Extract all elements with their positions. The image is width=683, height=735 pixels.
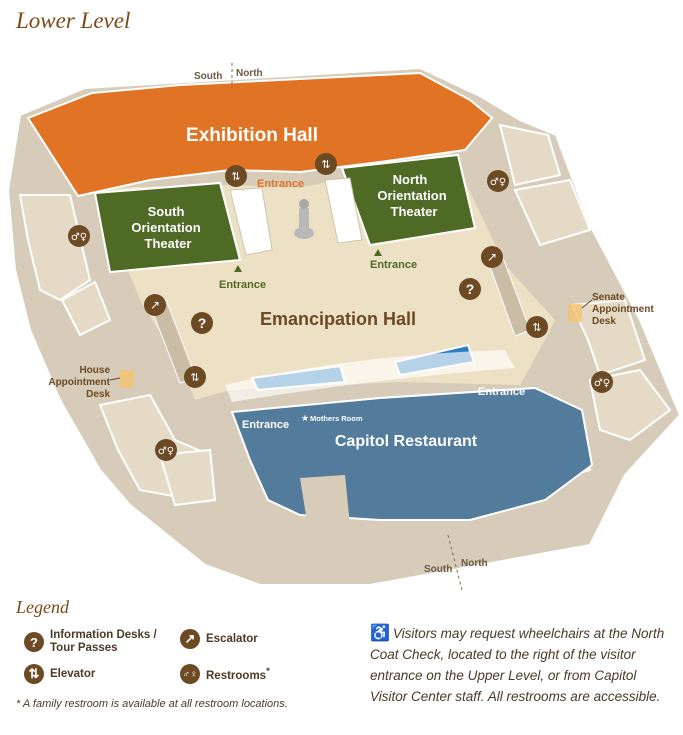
info-desk-icon: ? bbox=[191, 312, 213, 334]
exhibition-hall-room bbox=[26, 71, 494, 198]
exhibition-entrance-label: Entrance bbox=[257, 178, 304, 190]
center-stairs bbox=[229, 177, 363, 256]
escalator-icon: ↗ bbox=[180, 629, 200, 649]
elevator-icon: ⇅ bbox=[225, 165, 247, 187]
restroom-icon: ♂♀ bbox=[68, 225, 90, 247]
elevator-icon: ⇅ bbox=[184, 366, 206, 388]
south-theater-label-3: Theater bbox=[145, 236, 192, 251]
north-theater-room bbox=[340, 153, 477, 247]
restaurant-entrance-right-label: Entrance bbox=[478, 386, 525, 398]
wheelchair-note-text: Visitors may request wheelchairs at the … bbox=[370, 626, 665, 704]
svg-text:⇅: ⇅ bbox=[231, 170, 240, 183]
south-theater-entrance-arrow bbox=[234, 265, 242, 272]
legend-item-escalator: ↗ Escalator bbox=[180, 629, 258, 649]
house-desk-label-2: Appointment bbox=[48, 377, 110, 388]
senate-desk-label-1: Senate bbox=[592, 292, 625, 303]
legend-item-restrooms: ♂♀ Restrooms* bbox=[180, 664, 270, 684]
north-theater-label-3: Theater bbox=[391, 204, 438, 219]
wheelchair-icon: ♿ bbox=[370, 625, 390, 642]
south-theater-entrance-label: Entrance bbox=[219, 279, 266, 291]
legend-item-info: ? Information Desks / Tour Passes bbox=[24, 629, 174, 655]
senate-desk-marker bbox=[568, 304, 582, 322]
house-desk-marker bbox=[120, 370, 134, 388]
restaurant-entrance-left-label: Entrance bbox=[242, 419, 289, 431]
mothers-room-label: Mothers Room bbox=[310, 414, 363, 423]
mothers-room-star: ★ bbox=[301, 414, 309, 424]
emancipation-hall-label: Emancipation Hall bbox=[260, 309, 416, 329]
statue-figure bbox=[294, 199, 314, 239]
south-theater-label-1: South bbox=[148, 204, 185, 219]
north-theater-entrance-arrow bbox=[374, 249, 382, 256]
restroom-icon: ♂♀ bbox=[155, 439, 177, 461]
svg-text:?: ? bbox=[198, 315, 207, 331]
level-title: Lower Level bbox=[16, 8, 131, 33]
south-theater-room bbox=[93, 181, 242, 274]
elevator-icon: ⇅ bbox=[315, 153, 337, 175]
wheelchair-note: ♿Visitors may request wheelchairs at the… bbox=[370, 623, 675, 707]
senate-desk-leader bbox=[581, 299, 593, 309]
restaurant-notch bbox=[300, 475, 350, 528]
escalator-icon: ↗ bbox=[481, 246, 503, 268]
svg-text:♂♀: ♂♀ bbox=[594, 378, 610, 389]
legend-heading: Legend bbox=[16, 597, 69, 617]
house-desk-leader bbox=[109, 377, 121, 381]
exhibition-hall-label: Exhibition Hall bbox=[186, 125, 318, 146]
compass-north-top: North bbox=[236, 68, 263, 79]
info-icon: ? bbox=[24, 632, 44, 652]
legend-item-elevator: ⇅ Elevator bbox=[24, 664, 95, 684]
capitol-restaurant-room bbox=[230, 386, 594, 521]
legend-info-label: Information Desks / Tour Passes bbox=[50, 629, 157, 654]
elevator-icon: ⇅ bbox=[526, 316, 548, 338]
senate-desk-label-3: Desk bbox=[592, 316, 616, 327]
south-theater-label-2: Orientation bbox=[131, 220, 200, 235]
floor-plan-map: South North South North Exhibition Hall … bbox=[6, 63, 682, 591]
house-desk-label-3: Desk bbox=[86, 389, 110, 400]
svg-text:⇅: ⇅ bbox=[190, 371, 199, 384]
svg-text:↗: ↗ bbox=[150, 298, 160, 312]
escalator-icon: ↗ bbox=[144, 294, 166, 316]
svg-text:↗: ↗ bbox=[487, 250, 497, 264]
legend-elevator-label: Elevator bbox=[50, 667, 96, 680]
compass-south-bottom: South bbox=[424, 564, 452, 575]
svg-text:?: ? bbox=[466, 281, 475, 297]
svg-text:♂♀: ♂♀ bbox=[158, 446, 174, 457]
legend-footnote: * A family restroom is available at all … bbox=[16, 698, 288, 710]
north-theater-label-1: North bbox=[393, 172, 428, 187]
north-theater-label-2: Orientation bbox=[377, 188, 446, 203]
svg-text:♂♀: ♂♀ bbox=[490, 177, 506, 188]
restroom-icon: ♂♀ bbox=[591, 371, 613, 393]
svg-text:♂♀: ♂♀ bbox=[71, 232, 87, 243]
elevator-icon: ⇅ bbox=[24, 664, 44, 684]
senate-desk-label-2: Appointment bbox=[592, 304, 654, 315]
reflecting-pools bbox=[225, 343, 515, 402]
svg-text:⇅: ⇅ bbox=[532, 321, 541, 334]
house-desk-label-1: House bbox=[79, 365, 110, 376]
svg-text:⇅: ⇅ bbox=[321, 158, 330, 171]
north-theater-entrance-label: Entrance bbox=[370, 259, 417, 271]
compass-north-bottom: North bbox=[461, 558, 488, 569]
restroom-icon: ♂♀ bbox=[487, 170, 509, 192]
legend-escalator-label: Escalator bbox=[206, 632, 258, 645]
legend-restrooms-label: Restrooms* bbox=[206, 666, 270, 682]
capitol-restaurant-label: Capitol Restaurant bbox=[335, 433, 478, 450]
info-desk-icon: ? bbox=[459, 278, 481, 300]
compass-south-top: South bbox=[194, 71, 222, 82]
restroom-icon: ♂♀ bbox=[180, 664, 200, 684]
